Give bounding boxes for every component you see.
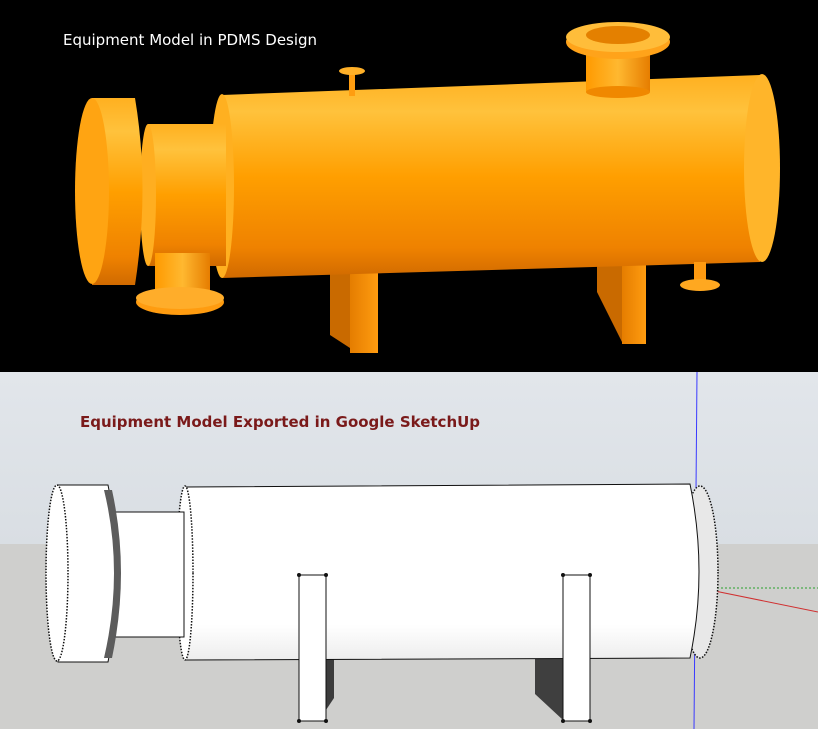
pdms-caption: Equipment Model in PDMS Design xyxy=(63,31,318,49)
channel-flange xyxy=(45,484,121,663)
bottom-left-nozzle xyxy=(136,253,224,315)
pdms-equipment-model xyxy=(75,22,780,353)
vent-nozzle xyxy=(339,67,365,96)
sketchup-viewport: Equipment Model Exported in Google Sketc… xyxy=(0,372,818,729)
drain-nozzle xyxy=(680,262,720,291)
main-shell xyxy=(176,483,700,661)
channel-neck xyxy=(140,124,226,266)
left-saddle-support xyxy=(297,573,328,723)
sketchup-equipment-model xyxy=(0,372,818,729)
red-axis xyxy=(699,587,818,613)
main-shell xyxy=(210,74,780,278)
top-nozzle xyxy=(566,22,670,98)
channel-flange xyxy=(75,98,143,285)
sketchup-caption: Equipment Model Exported in Google Sketc… xyxy=(80,413,481,431)
pdms-viewport: Equipment Model in PDMS Design xyxy=(63,22,780,353)
right-saddle-support xyxy=(561,573,592,723)
